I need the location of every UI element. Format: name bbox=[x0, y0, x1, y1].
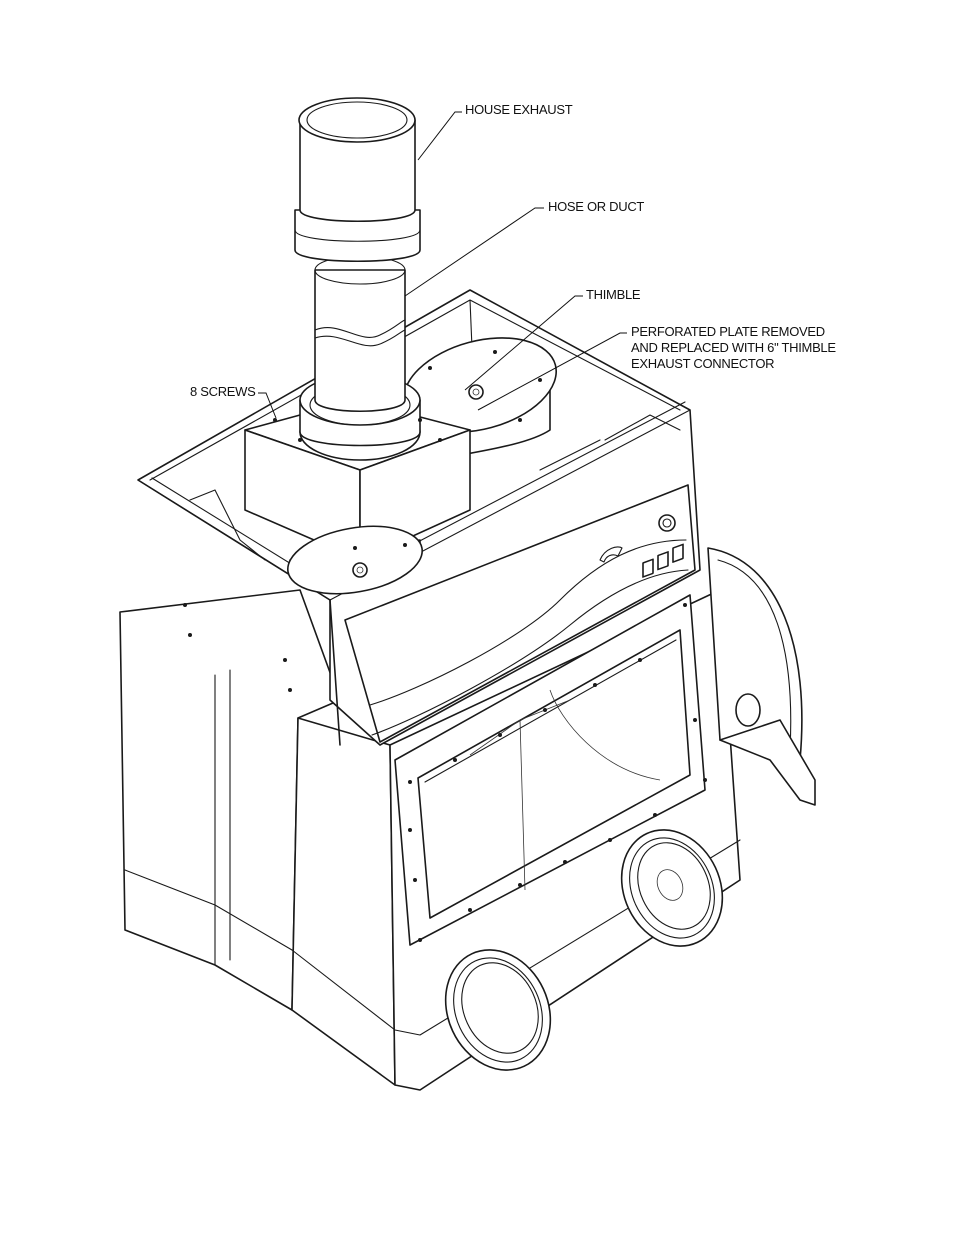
hose-duct bbox=[314, 255, 406, 412]
callout-8-screws: 8 SCREWS bbox=[190, 384, 256, 399]
callout-thimble: THIMBLE bbox=[586, 287, 641, 302]
callout-perforated-line2: AND REPLACED WITH 6" THIMBLE bbox=[631, 340, 836, 355]
side-airlock bbox=[707, 547, 816, 806]
callout-leaders bbox=[258, 111, 627, 419]
filter-housing-rear bbox=[403, 337, 557, 466]
callout-hose-or-duct: HOSE OR DUCT bbox=[548, 199, 645, 214]
glove-port-left bbox=[444, 949, 552, 1071]
callout-perforated-line3: EXHAUST CONNECTOR bbox=[631, 356, 775, 371]
screw-dots bbox=[183, 350, 707, 942]
callout-perforated-line1: PERFORATED PLATE REMOVED bbox=[631, 324, 825, 339]
filter-housing-front bbox=[287, 525, 423, 595]
glove-port-right bbox=[620, 829, 724, 947]
front-viewing-window bbox=[394, 594, 706, 946]
callout-house-exhaust: HOUSE EXHAUST bbox=[465, 102, 573, 117]
house-exhaust-duct bbox=[294, 97, 421, 262]
